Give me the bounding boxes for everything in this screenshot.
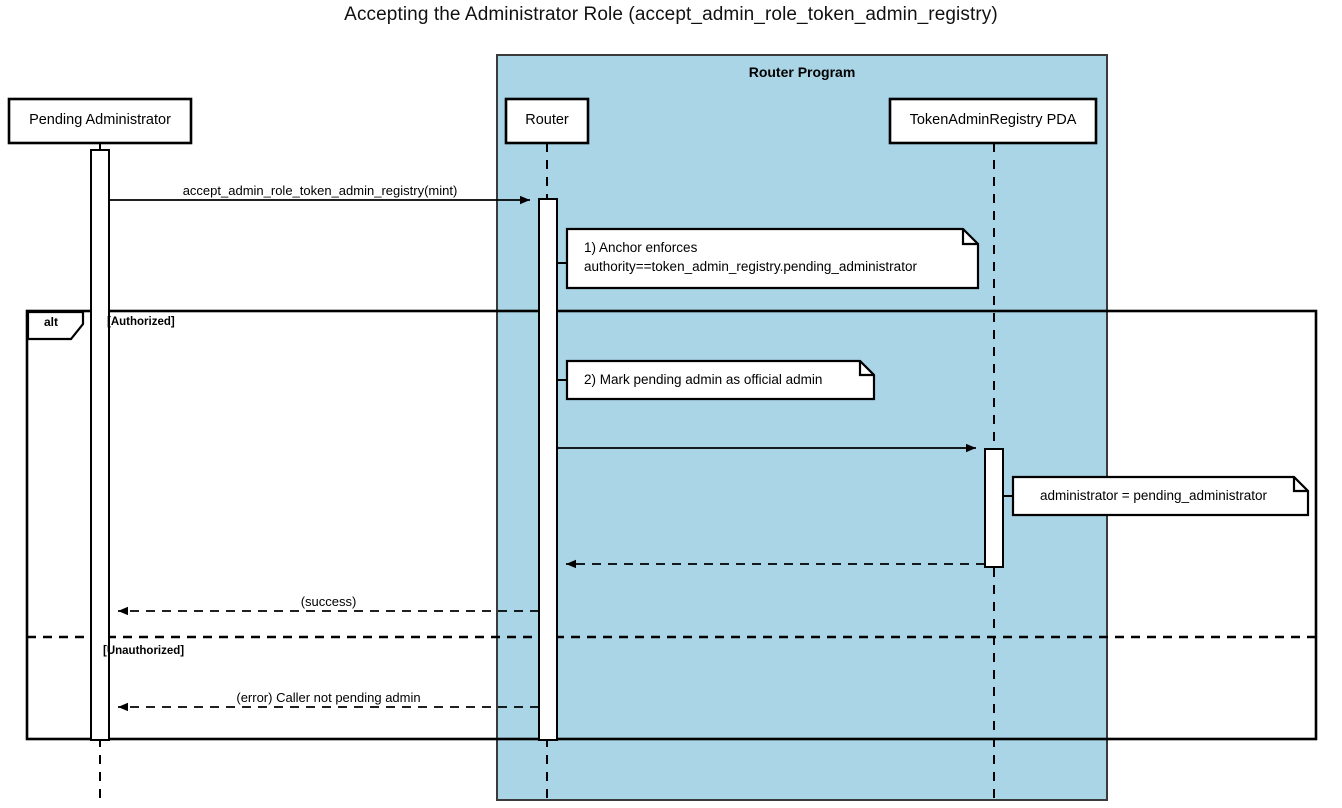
message-label-1: accept_admin_role_token_admin_registry(m…: [182, 183, 458, 198]
note-anchor-enforces: 1) Anchor enforces authority==token_admi…: [584, 238, 917, 276]
note-mark-official-admin-line-1: 2) Mark pending admin as official admin: [584, 372, 823, 387]
message-label-4: (success): [300, 594, 357, 609]
activation-router: [538, 198, 558, 741]
participant-label-router[interactable]: Router: [525, 112, 569, 128]
group-title-router-program: Router Program: [748, 64, 856, 80]
note-mark-official-admin: 2) Mark pending admin as official admin: [584, 370, 822, 389]
note-administrator-assignment: administrator = pending_administrator: [1013, 486, 1294, 505]
diagram-title: Accepting the Administrator Role (accept…: [344, 4, 998, 25]
note-anchor-enforces-line-2: authority==token_admin_registry.pending_…: [584, 259, 917, 274]
participant-label-pending-administrator[interactable]: Pending Administrator: [29, 112, 171, 128]
activation-token-admin-registry-pda: [984, 448, 1004, 568]
note-anchor-enforces-line-1: 1) Anchor enforces: [584, 240, 698, 255]
alt-guard-authorized: [Authorized]: [107, 316, 175, 328]
message-arrows: [110, 195, 985, 712]
alt-guard-unauthorized: [Unauthorized]: [103, 645, 185, 657]
router-program-group-box: [496, 54, 1108, 801]
note-administrator-assignment-line-1: administrator = pending_administrator: [1040, 488, 1267, 503]
message-label-5: (error) Caller not pending admin: [236, 690, 421, 705]
participant-label-token-admin-registry-pda[interactable]: TokenAdminRegistry PDA: [909, 112, 1077, 128]
alt-fragment-operator: alt: [43, 315, 58, 329]
